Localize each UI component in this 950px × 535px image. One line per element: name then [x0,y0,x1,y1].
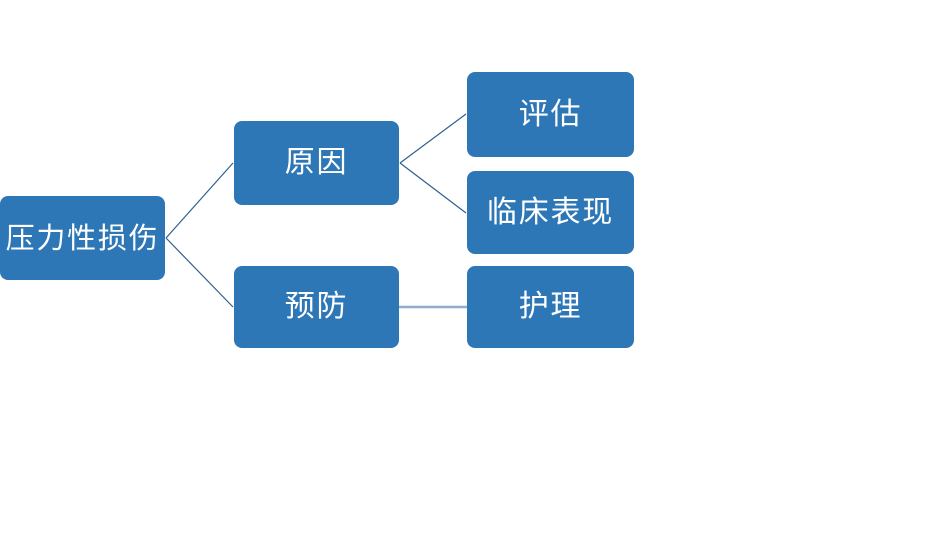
node-assessment[interactable]: 评估 [467,72,634,157]
node-prevention[interactable]: 预防 [234,266,399,348]
connector-cause-to-assessment [399,113,467,164]
connector-root-to-prevention [165,237,234,308]
connector-root-to-cause [165,162,234,239]
node-assessment-label: 评估 [518,96,583,132]
node-cause-label: 原因 [284,145,349,180]
node-nursing-care-label: 护理 [518,289,583,324]
node-clinical-manifestation[interactable]: 临床表现 [467,171,634,254]
node-root-pressure-injury[interactable]: 压力性损伤 [0,196,165,280]
connector-cause-to-manifestation [399,162,467,214]
node-root-label: 压力性损伤 [5,220,160,255]
node-nursing-care[interactable]: 护理 [467,266,634,348]
node-clinical-manifestation-label: 临床表现 [486,194,615,230]
node-prevention-label: 预防 [284,289,349,324]
node-cause[interactable]: 原因 [234,121,399,205]
